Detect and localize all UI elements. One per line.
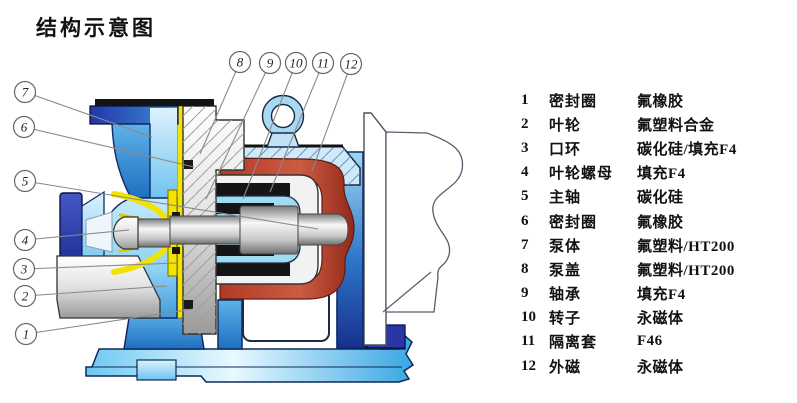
part-name: 叶轮 [549,117,582,134]
top-cap-strip [95,99,214,106]
svg-text:2: 2 [22,289,29,304]
motor-flange [363,112,387,346]
svg-text:10: 10 [290,56,304,71]
part-material: 氟塑料合金 [637,117,715,134]
part-number: 7 [521,236,529,253]
part-name: 密封圈 [549,214,598,231]
part-name: 口环 [549,141,582,158]
part-material: F46 [637,333,663,350]
part-name: 泵体 [549,238,582,255]
callout-1: 1 [14,308,194,346]
callout-4: 4 [13,228,130,252]
part-material: 氟橡胶 [637,93,684,110]
part-number: 9 [521,285,529,302]
impeller-hub [137,218,171,248]
svg-text:6: 6 [21,120,28,135]
base-block [136,359,177,381]
discharge-channel [150,108,177,200]
part-name: 转子 [549,311,582,328]
part-name: 外磁 [549,359,582,376]
svg-text:11: 11 [317,56,329,71]
parts-list-row: 12 外磁 永磁体 [521,354,793,378]
parts-list-row: 2 叶轮 氟塑料合金 [521,112,793,136]
parts-list-row: 9 轴承 填充F4 [521,282,793,306]
parts-list-row: 7 泵体 氟塑料/HT200 [521,233,793,257]
parts-list-row: 1 密封圈 氟橡胶 [521,88,793,112]
motor-foot-edge [382,271,432,313]
callout-8: 8 [199,50,252,155]
part-number: 5 [521,188,529,205]
suction-cone [85,211,113,253]
part-number: 12 [521,357,536,374]
bracket-left-leg [217,299,243,350]
outer-magnet-top [216,183,290,196]
parts-list-row: 8 泵盖 氟塑料/HT200 [521,257,793,281]
callout-2: 2 [13,284,168,308]
parts-list-row: 11 隔离套 F46 [521,330,793,354]
page-title: 结构示意图 [36,17,156,40]
drive-shaft-end [297,213,349,246]
parts-list-row: 4 叶轮螺母 填充F4 [521,161,793,185]
parts-list-row: 3 口环 碳化硅/填充F4 [521,136,793,160]
callout-10: 10 [242,51,308,200]
part-number: 1 [521,91,529,108]
callout-3: 3 [12,257,178,281]
part-material: 氟塑料/HT200 [637,262,735,279]
svg-text:8: 8 [237,55,244,70]
callout-9: 9 [205,51,282,200]
parts-list-row: 6 密封圈 氟橡胶 [521,209,793,233]
part-number: 6 [521,212,529,229]
part-material: 碳化硅 [637,190,684,207]
part-name: 隔离套 [549,335,598,352]
part-name: 泵盖 [549,262,582,279]
part-name: 主轴 [549,190,582,207]
svg-text:4: 4 [22,233,29,248]
part-number: 3 [521,139,529,156]
impeller-nut [112,216,139,250]
parts-list: 1 密封圈 氟橡胶 2 叶轮 氟塑料合金 3 口环 碳化硅/填充F4 4 叶轮螺… [521,88,793,378]
svg-text:5: 5 [22,174,29,189]
callout-12: 12 [311,52,363,172]
callout-11: 11 [269,51,335,193]
callout-7: 7 [13,80,153,138]
part-material: 永磁体 [637,359,684,376]
svg-text:3: 3 [20,262,28,277]
callout-5: 5 [13,169,319,230]
parts-list-row: 5 主轴 碳化硅 [521,185,793,209]
part-name: 轴承 [549,287,582,304]
parts-list-row: 10 转子 永磁体 [521,306,793,330]
casing-front-support [56,255,161,319]
seal-ring-top [184,160,193,169]
callout-6: 6 [12,115,195,168]
part-name: 密封圈 [549,93,598,110]
part-material: 填充F4 [637,287,686,304]
part-name: 叶轮螺母 [549,166,614,183]
wear-ring-bottom [172,247,180,254]
outer-magnet-bottom [216,263,290,276]
part-number: 11 [521,333,536,350]
part-number: 2 [521,115,529,132]
part-material: 碳化硅/填充F4 [637,141,737,158]
seal-ring-bottom [184,300,193,309]
shaft [169,205,349,255]
part-number: 10 [521,309,536,326]
part-material: 永磁体 [637,311,684,328]
svg-text:7: 7 [22,85,29,100]
part-number: 8 [521,260,529,277]
part-number: 4 [521,164,529,181]
svg-text:12: 12 [345,57,359,72]
lifting-ring-icon [261,94,305,148]
part-material: 填充F4 [637,166,686,183]
svg-text:9: 9 [267,56,274,71]
part-material: 氟塑料/HT200 [637,238,735,255]
rotor-hub [239,205,299,255]
svg-text:1: 1 [23,327,30,342]
part-material: 氟橡胶 [637,214,684,231]
motor-body [363,112,464,346]
